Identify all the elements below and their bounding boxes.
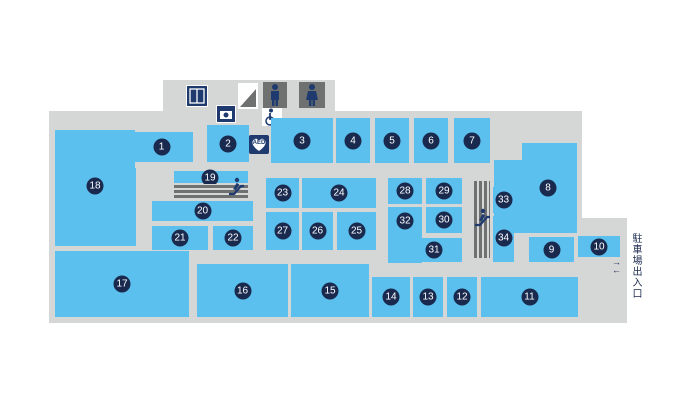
camera-icon [217,106,235,122]
shop-number: 14 [382,288,400,306]
shop-5[interactable]: 5 [375,118,409,163]
shop-number: 15 [321,282,339,299]
shop-16[interactable]: 16 [197,264,288,317]
shop-21[interactable]: 21 [152,226,208,250]
shop-number: 4 [344,132,362,149]
shop-number: 16 [234,282,251,299]
shop-8-notch [494,143,522,160]
shop-15[interactable]: 15 [291,264,369,317]
floor-annex [575,218,627,323]
shop-29[interactable]: 29 [426,178,462,204]
shop-12[interactable]: 12 [447,277,477,317]
shop-32[interactable]: 32 [388,207,422,263]
shop-2[interactable]: 2 [207,125,249,162]
shop-number: 30 [435,211,453,229]
shop-26[interactable]: 26 [302,212,333,250]
elevator-box [186,85,208,107]
shop-number: 19 [201,169,219,187]
camera-box [216,105,236,123]
shop-20[interactable]: 20 [152,201,253,221]
stairs-icon [240,89,256,107]
shop-10[interactable]: 10 [578,236,620,257]
shop-number: 7 [463,132,481,149]
shop-6[interactable]: 6 [414,118,448,163]
shop-19[interactable]: 19 [174,169,248,187]
shop-number: 29 [435,182,453,200]
shop-4[interactable]: 4 [336,118,370,163]
shop-22[interactable]: 22 [213,226,253,250]
shop-9[interactable]: 9 [529,237,574,262]
shop-28[interactable]: 28 [388,178,422,204]
shop-number: 21 [171,229,189,247]
arrow-right-icon: → [612,257,621,267]
shop-number: 22 [224,229,242,247]
elevator-icon [187,86,207,106]
arrow-left-icon: ← [612,265,621,275]
shop-11[interactable]: 11 [481,277,578,317]
shop-3[interactable]: 3 [271,118,333,163]
shop-number: 13 [419,288,437,306]
shop-number: 12 [453,288,471,306]
shop-number: 33 [495,191,512,209]
shop-14[interactable]: 14 [372,277,410,317]
aed-icon [249,135,269,154]
shop-number: 3 [293,132,311,149]
parking-entrance-label: 駐車場出入口 [630,233,641,299]
shop-number: 27 [274,222,291,240]
shop-number: 25 [348,222,365,240]
shop-number: 18 [86,177,104,195]
shop-number: 23 [274,184,291,202]
shop-18[interactable]: 18 [55,130,135,246]
shop-23[interactable]: 23 [266,178,299,208]
aed-label: AED [252,140,266,146]
shop-27[interactable]: 27 [266,212,299,250]
escalator-icon [229,177,244,196]
shop-number: 2 [219,135,237,152]
shop-number: 9 [543,241,560,258]
shop-number: 32 [396,212,414,230]
shop-number: 26 [309,222,326,240]
shop-number: 1 [153,138,170,156]
shop-number: 5 [383,132,401,149]
shop-number: 31 [425,241,443,259]
shop-number: 28 [396,182,414,200]
shop-13[interactable]: 13 [413,277,443,317]
shop-number: 11 [521,288,538,306]
shop-1[interactable]: 1 [130,132,193,162]
parking-arrows: → ← [612,257,621,275]
shop-number: 10 [590,238,608,255]
shop-25[interactable]: 25 [337,212,376,250]
shop-34[interactable]: 34 [493,216,514,262]
shop-number: 17 [113,275,131,293]
shop-number: 20 [194,202,211,220]
shop-number: 34 [495,229,512,247]
male-restroom-icon [271,84,279,106]
shop-17[interactable]: 17 [55,251,189,317]
female-restroom-icon [306,84,318,106]
shop-30[interactable]: 30 [426,207,462,233]
shop-7[interactable]: 7 [454,118,490,163]
shop-number: 8 [539,179,557,197]
escalator-icon [475,208,490,227]
female-restroom [299,82,325,108]
male-restroom [263,82,287,108]
shop-number: 24 [330,184,348,202]
shop-24[interactable]: 24 [302,178,376,208]
aed-marker: AED [249,135,269,154]
shop-18-ext [130,168,136,246]
shop-33[interactable]: 33 [493,187,514,213]
shop-number: 6 [422,132,440,149]
stairs-box [238,83,258,109]
